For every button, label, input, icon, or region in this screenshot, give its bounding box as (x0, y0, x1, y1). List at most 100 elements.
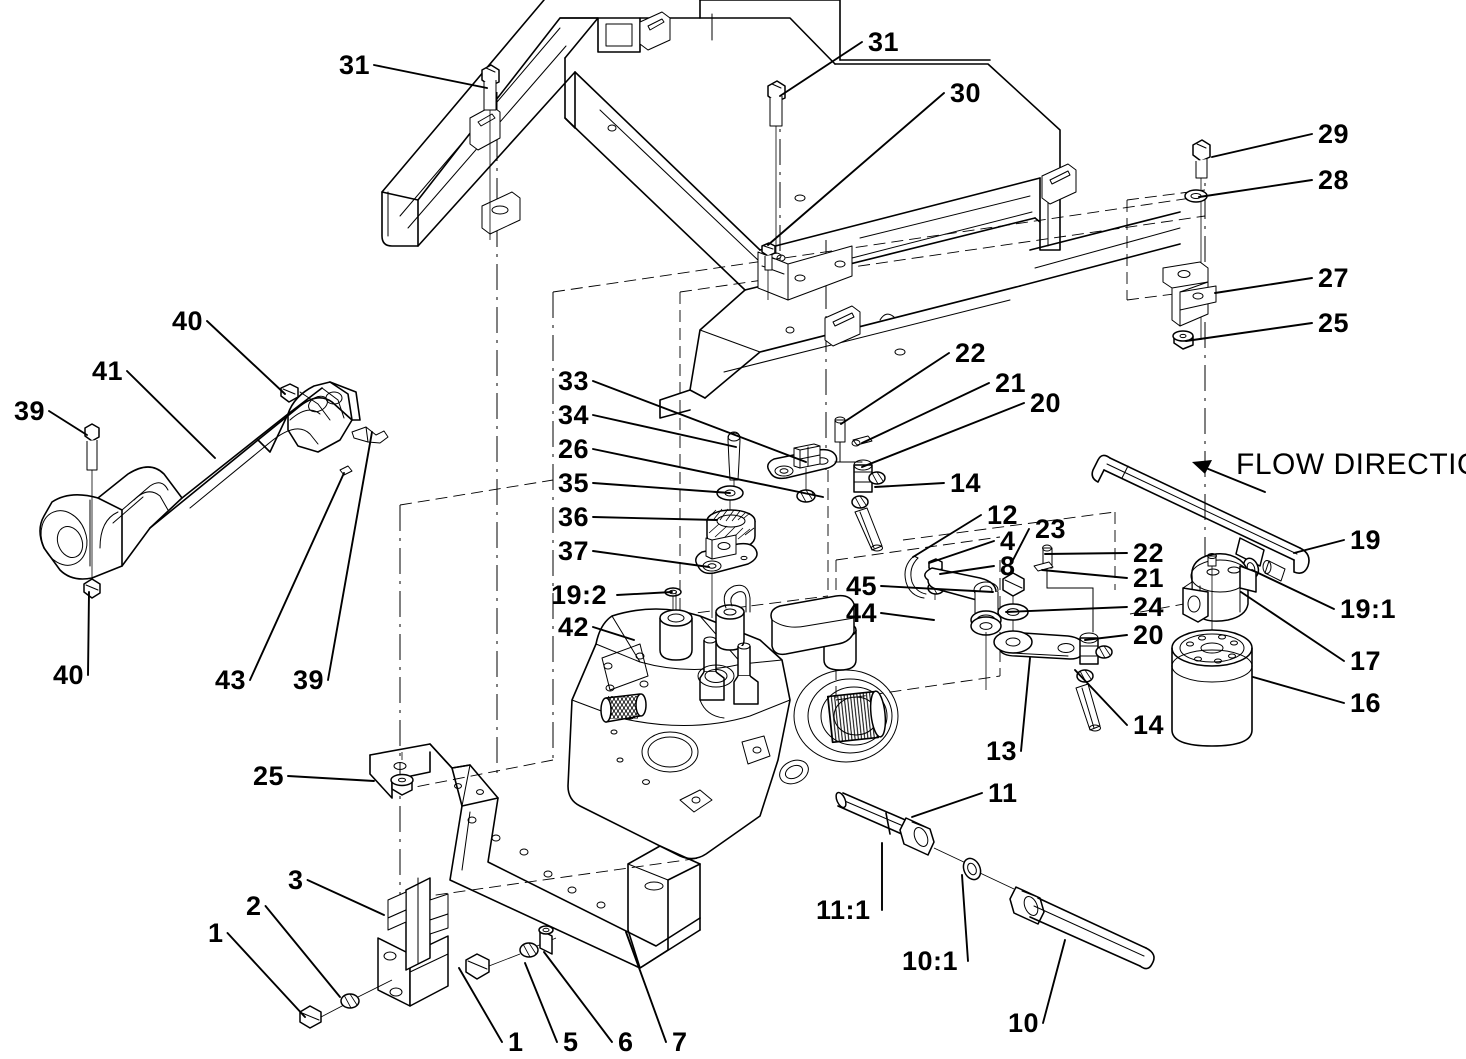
callout-10-1: 10:1 (902, 946, 959, 976)
leader-line-7 (625, 931, 667, 1043)
leader-line-40 (206, 320, 286, 395)
callout-11-1: 11:1 (816, 895, 871, 925)
leader-line-44 (880, 612, 935, 621)
leader-line-31 (373, 64, 488, 89)
leader-line-23 (1012, 528, 1030, 561)
frame-bolt-31-right (767, 80, 786, 260)
leader-line-25 (1185, 322, 1313, 342)
leader-line-24 (1005, 606, 1128, 613)
control-linkage (904, 544, 1113, 732)
driveshaft-assembly (39, 381, 389, 599)
leader-line-29 (1211, 133, 1313, 158)
flow-direction-label: FLOW DIRECTION (1236, 448, 1466, 481)
leader-line-30 (767, 92, 945, 246)
leader-line-20 (861, 402, 1025, 468)
callout-4: 4 (1000, 526, 1016, 556)
leader-line-5 (524, 962, 558, 1043)
callout-23: 23 (1035, 514, 1067, 544)
callout-19-2: 19:2 (551, 580, 608, 610)
leader-line-35 (592, 482, 731, 494)
leader-line-27 (1214, 277, 1313, 294)
callout-16: 16 (1350, 688, 1382, 718)
callout-33: 33 (558, 366, 590, 396)
callout-5: 5 (563, 1027, 579, 1057)
leader-line-14 (874, 482, 945, 488)
callout-39: 39 (14, 396, 46, 426)
leader-line-22 (1044, 552, 1128, 555)
callout-19-1: 19:1 (1340, 594, 1397, 624)
callout-22: 22 (1133, 538, 1165, 568)
callout-42: 42 (558, 612, 590, 642)
callout-17: 17 (1350, 646, 1382, 676)
leader-line-45 (880, 585, 994, 593)
flow-direction-arrow (1192, 460, 1266, 493)
leader-line-42 (592, 626, 635, 641)
callout-39: 39 (293, 665, 325, 695)
callout-11: 11 (988, 778, 1018, 808)
leader-line-31 (779, 41, 863, 97)
mounting-plate-assembly (299, 743, 701, 1029)
leader-line-40 (87, 591, 90, 676)
callout-3: 3 (288, 865, 304, 895)
callout-22: 22 (955, 338, 987, 368)
leader-line-36 (592, 516, 718, 521)
leader-line-26 (592, 448, 824, 498)
callout-31: 31 (339, 50, 371, 80)
callout-19: 19 (1350, 525, 1382, 555)
leader-line-13 (1020, 657, 1031, 752)
leader-line-21 (861, 382, 990, 444)
leader-line-1 (226, 932, 306, 1018)
callout-13: 13 (986, 736, 1018, 766)
leader-line-19 (1293, 539, 1345, 554)
callout-37: 37 (558, 536, 590, 566)
leader-line-19-2 (616, 591, 673, 596)
callout-25: 25 (253, 761, 285, 791)
callout-7: 7 (672, 1027, 688, 1057)
leader-line-17 (1240, 591, 1345, 662)
callout-35: 35 (558, 468, 590, 498)
leader-line-22 (840, 352, 950, 425)
callout-31: 31 (868, 27, 900, 57)
filter-assembly (1091, 454, 1310, 747)
leader-line-12 (912, 514, 982, 558)
callout-25: 25 (1318, 308, 1350, 338)
leader-line-37 (592, 550, 710, 568)
leader-line-20 (1084, 634, 1128, 641)
callout-41: 41 (92, 356, 124, 386)
callout-28: 28 (1318, 165, 1350, 195)
leader-line-10-1 (961, 874, 969, 962)
callout-30: 30 (950, 78, 982, 108)
swash-plate-linkage (664, 416, 886, 622)
callout-24: 24 (1133, 592, 1165, 622)
leader-line-4 (928, 540, 995, 564)
leader-line-25 (287, 775, 375, 782)
leader-line-39 (48, 410, 88, 436)
callout-14: 14 (950, 468, 982, 498)
leader-line-10 (1042, 939, 1066, 1024)
leader-line-14 (1074, 669, 1128, 726)
hydraulic-hoses (835, 791, 1155, 970)
leader-line-3 (306, 879, 385, 916)
callout-40: 40 (53, 660, 85, 690)
leader-line-39 (327, 431, 373, 681)
leader-line-33 (592, 380, 807, 463)
hydrostatic-pump-body (567, 584, 899, 860)
leader-line-21 (1041, 569, 1128, 579)
callout-36: 36 (558, 502, 590, 532)
callout-44: 44 (846, 598, 878, 628)
callout-21: 21 (995, 368, 1027, 398)
leader-line-28 (1198, 179, 1313, 198)
machine-frame (381, 0, 1181, 419)
leader-line-41 (126, 370, 216, 459)
leader-line-43 (249, 472, 345, 681)
leader-line-16 (1252, 676, 1345, 704)
callout-8: 8 (1000, 551, 1016, 581)
callout-26: 26 (558, 434, 590, 464)
leader-line-19-1 (1251, 569, 1335, 610)
leader-line-2 (264, 905, 341, 998)
callout-34: 34 (558, 400, 590, 430)
callout-45: 45 (846, 571, 878, 601)
bracket-assembly-27 (1162, 139, 1217, 350)
callout-43: 43 (215, 665, 247, 695)
